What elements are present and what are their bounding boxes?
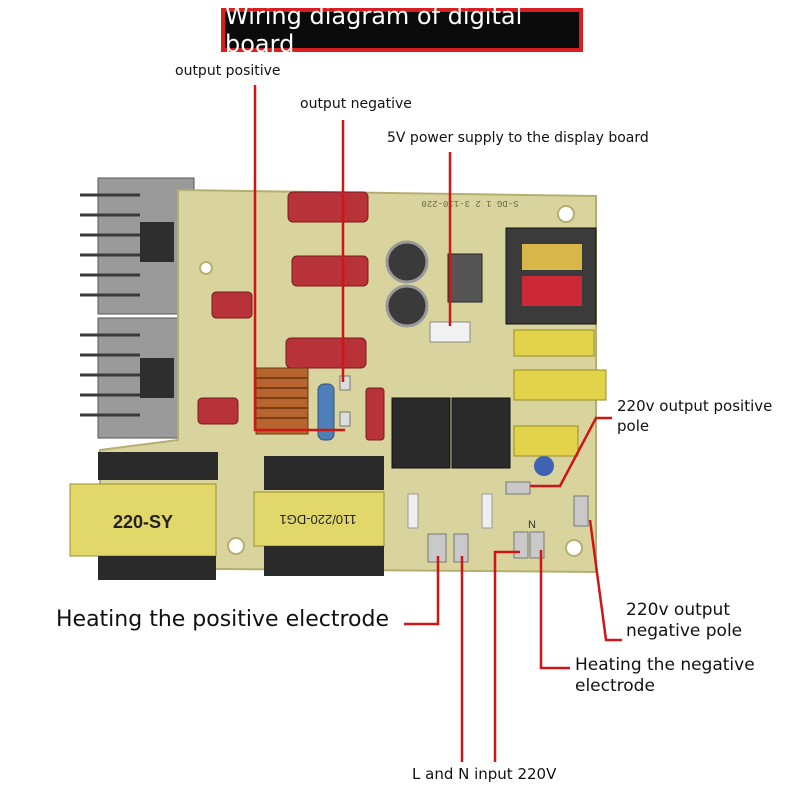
label-output-negative: output negative	[300, 96, 412, 112]
voltage-regulator	[447, 253, 483, 303]
terminal-220-neg	[573, 495, 589, 527]
capacitor	[365, 387, 385, 441]
film-capacitor	[513, 425, 579, 457]
mounting-hole	[565, 539, 583, 557]
board-code: S-DG 1 2 3-110-220	[421, 198, 518, 208]
film-capacitor	[513, 329, 595, 357]
capacitor	[211, 291, 253, 319]
terminal-220-pos	[505, 481, 531, 495]
leader-n-input	[493, 550, 520, 762]
label-ln-input: L and N input 220V	[412, 765, 557, 783]
film-capacitor	[513, 369, 607, 401]
relay	[391, 397, 451, 469]
label-heat-positive: Heating the positive electrode	[56, 607, 390, 632]
mounting-hole	[199, 261, 213, 275]
leader-output-positive	[253, 85, 345, 432]
label-output-positive: output positive	[175, 63, 281, 79]
electrolytic-capacitor	[385, 240, 429, 284]
transistor	[140, 222, 174, 262]
mounting-hole	[557, 205, 575, 223]
relay	[451, 397, 511, 469]
terminal-output-positive	[339, 375, 351, 391]
leader-lines	[253, 85, 622, 762]
terminal-n-mark: N	[528, 519, 536, 531]
terminal-heat-negative	[513, 531, 529, 559]
leader-220-positive	[530, 416, 612, 488]
transformer-110-220-dg1: 110/220-DG1	[253, 456, 385, 576]
label-220-positive-line2: pole	[617, 417, 650, 435]
title-frame: Wiring diagram of digital board	[221, 2, 583, 58]
transistor	[140, 358, 174, 398]
transformer-label-dg1: 110/220-DG1	[279, 512, 356, 527]
label-220-positive-line1: 220v output positive	[617, 397, 773, 415]
transformer-220-sy: 220-SY	[69, 452, 218, 580]
label-220-negative-line2: negative pole	[626, 621, 743, 641]
leader-heat-positive	[404, 556, 440, 626]
terminal-output-negative	[339, 411, 351, 427]
mounting-hole	[227, 537, 245, 555]
capacitor	[291, 255, 369, 287]
label-heat-negative-line1: Heating the negative	[575, 655, 755, 675]
inductor-coil	[255, 367, 309, 435]
capacitor	[287, 191, 369, 223]
capacitor	[285, 337, 367, 369]
capacitor	[197, 397, 239, 425]
transformer-label-220sy: 220-SY	[113, 512, 173, 532]
leader-heat-negative	[539, 550, 570, 670]
blue-capacitor	[534, 456, 554, 476]
electrolytic-capacitor	[385, 284, 429, 328]
leader-220-negative	[588, 519, 622, 642]
label-5v-supply: 5V power supply to the display board	[387, 130, 649, 146]
fuse	[481, 493, 493, 529]
label-heat-negative-line2: electrode	[575, 676, 655, 696]
label-220-negative-line1: 220v output	[626, 600, 730, 620]
power-resistor	[317, 383, 335, 441]
fuse	[407, 493, 419, 529]
heatsink	[80, 177, 195, 439]
